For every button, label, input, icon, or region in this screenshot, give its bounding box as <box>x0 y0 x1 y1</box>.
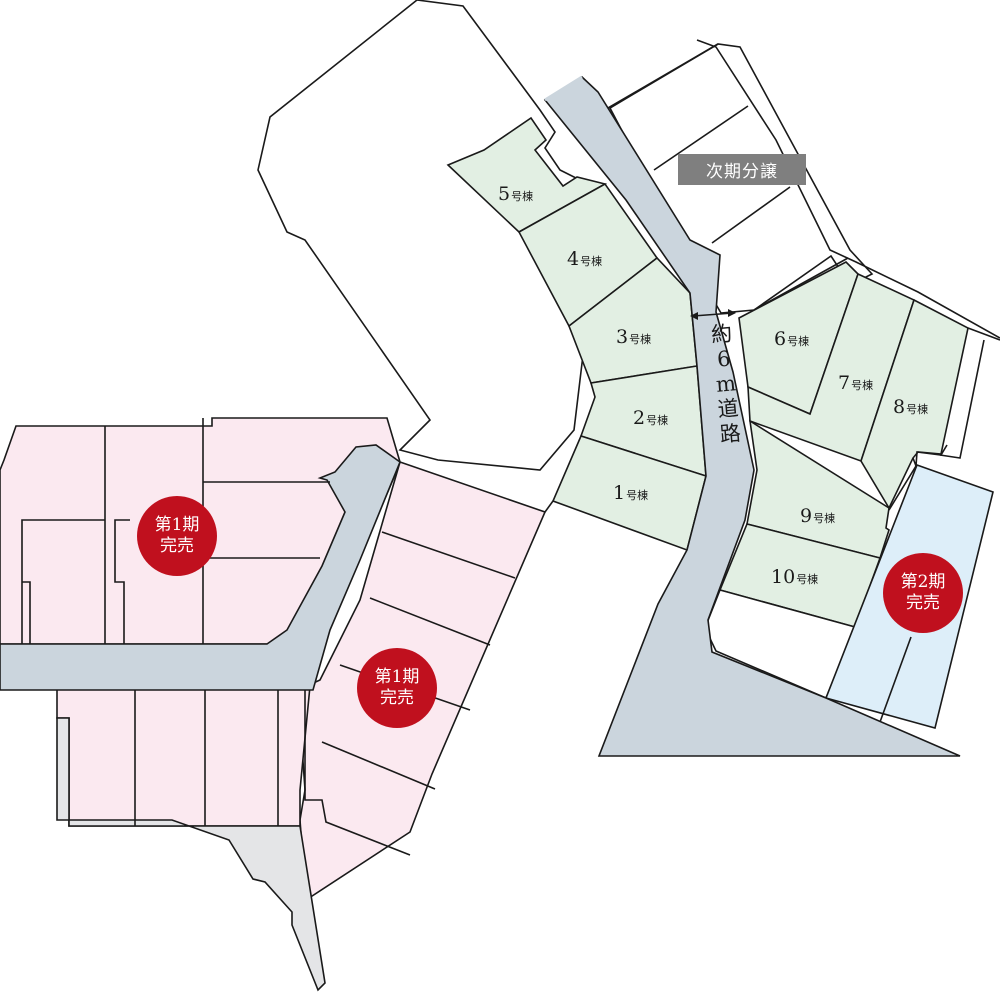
common-area-south <box>56 717 326 992</box>
badge-phase-text: 第1期 <box>374 667 420 687</box>
badge-status-text: 完売 <box>380 688 414 708</box>
badge-status-text: 完売 <box>160 536 194 556</box>
next-phase-outer-line <box>696 39 1000 339</box>
road-west <box>0 444 401 691</box>
lot-8-label[interactable]: 8号棟 <box>893 396 929 418</box>
lot-9 <box>746 419 890 559</box>
lot-7-label[interactable]: 7号棟 <box>838 372 874 394</box>
north-undeveloped-parcel <box>257 0 591 471</box>
road-label-char: m <box>714 371 737 397</box>
lot-9-label[interactable]: 9号棟 <box>800 505 836 527</box>
badge-status-text: 完売 <box>906 593 940 613</box>
phase1-block-south <box>56 685 311 827</box>
road-label-char: 6 <box>716 346 732 372</box>
road-width-arrow-icon <box>690 309 736 320</box>
road-label-char: 路 <box>718 420 742 447</box>
lot-8 <box>860 298 969 510</box>
lot-10-label[interactable]: 10号棟 <box>771 566 819 588</box>
road-label-char: 道 <box>716 396 740 422</box>
phase1-sold-badge: 第1期 完売 <box>357 648 437 728</box>
lot-2-label[interactable]: 2号棟 <box>633 407 669 429</box>
lot-1-label[interactable]: 1号棟 <box>613 482 649 504</box>
next-phase-tag: 次期分譲 <box>678 154 806 185</box>
phase1-sold-badge: 第1期 完売 <box>137 496 217 576</box>
road-label-char: 約 <box>710 321 734 348</box>
lot-4-label[interactable]: 4号棟 <box>567 248 603 270</box>
lot-6-label[interactable]: 6号棟 <box>774 328 810 350</box>
badge-phase-text: 第1期 <box>154 515 200 535</box>
badge-phase-text: 第2期 <box>900 572 946 592</box>
main-road <box>543 75 961 757</box>
lot-3-label[interactable]: 3号棟 <box>616 326 652 348</box>
lot-5-label[interactable]: 5号棟 <box>498 183 534 205</box>
phase2-sold-badge: 第2期 完売 <box>883 553 963 633</box>
